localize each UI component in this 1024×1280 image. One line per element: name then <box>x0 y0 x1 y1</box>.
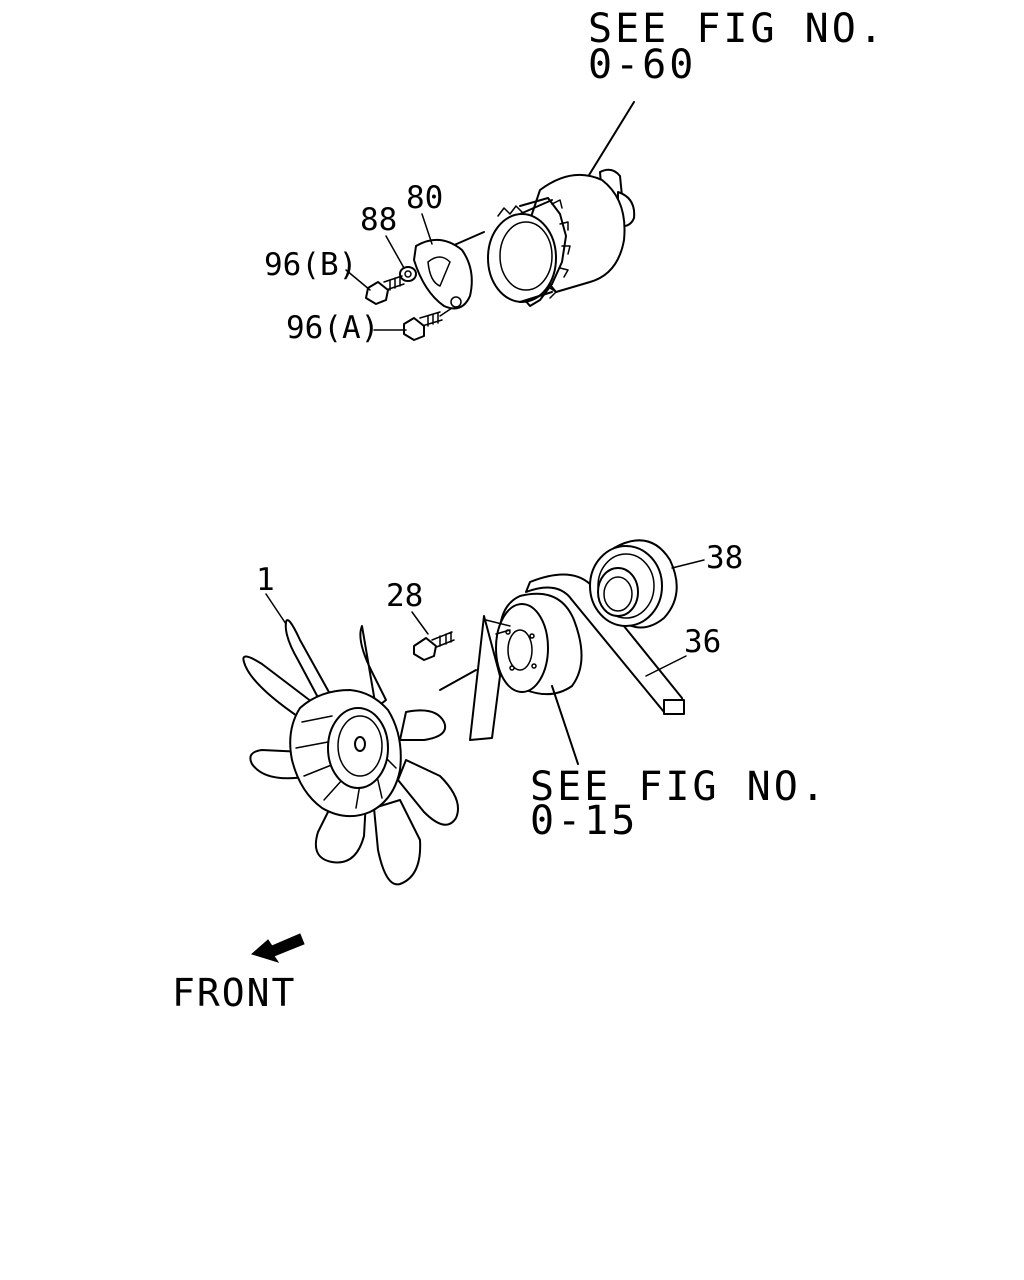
lower-assembly: 1 28 38 36 SEE FIG NO. 0-15 <box>242 539 828 886</box>
upper-alignment-line <box>451 231 485 247</box>
front-indicator: FRONT <box>172 933 305 1015</box>
bolt-b <box>365 275 405 305</box>
bolt-a <box>403 307 453 341</box>
lower-reference-line1: SEE FIG NO. <box>530 764 828 810</box>
callout-96b: 96(B) <box>264 247 357 283</box>
adjusting-plate <box>413 239 473 310</box>
drive-belt <box>525 573 685 715</box>
alternator-unit <box>487 168 636 307</box>
washer <box>399 266 417 282</box>
lower-alignment-line <box>439 669 477 691</box>
callout-96a: 96(A) <box>286 310 379 346</box>
callout-38: 38 <box>706 540 743 576</box>
upper-reference-leader <box>585 101 635 181</box>
upper-reference-line1: SEE FIG NO. <box>588 6 886 52</box>
callout-88: 88 <box>360 202 397 238</box>
callout-1: 1 <box>256 562 275 598</box>
callout-80: 80 <box>406 180 443 216</box>
idler-pulley <box>589 539 678 629</box>
callout-36: 36 <box>684 624 721 660</box>
cooling-fan <box>242 619 459 886</box>
lower-reference-leader <box>551 685 579 765</box>
callout-28: 28 <box>386 578 423 614</box>
lower-reference-line2: 0-15 <box>530 798 638 844</box>
upper-reference-line2: 0-60 <box>588 42 696 88</box>
front-label: FRONT <box>172 971 296 1015</box>
fan-pulley <box>469 592 583 741</box>
arrow-front-icon <box>250 933 305 963</box>
upper-assembly: SEE FIG NO. 0-60 <box>264 6 886 346</box>
bolt-28 <box>413 631 455 661</box>
